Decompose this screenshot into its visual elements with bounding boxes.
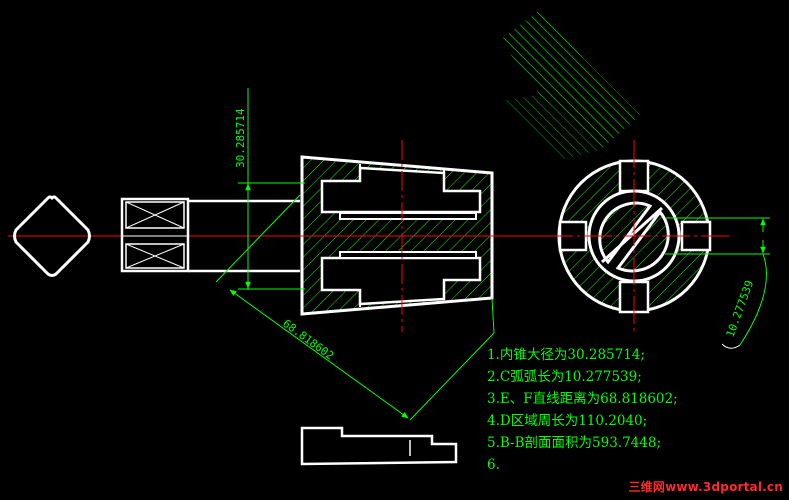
square-end-view [13,195,91,277]
square-shank [120,197,190,273]
dimension-text-cone-diameter: 30.285714 [234,108,247,168]
dimension-text-chord-length: 10.277539 [724,279,757,339]
hatch-region-decor [500,10,640,160]
small-tapered-part [300,426,458,466]
note-4: 4.D区域周长为110.2040; [487,413,648,429]
note-1: 1.内锥大径为30.285714; [487,347,645,363]
circle-centerlines [545,140,730,332]
site-watermark: 三维网www.3dportal.cn [628,480,783,494]
notes-list: 1.内锥大径为30.285714; 2.C弧弧长为10.277539; 3.E、… [487,344,787,476]
note-6: 6. [487,457,500,473]
note-2: 2.C弧弧长为10.277539; [487,369,642,385]
round-shaft [188,199,300,273]
dimension-text-slant-distance: 68.818602 [280,317,336,363]
note-5: 5.B-B剖面面积为593.7448; [487,435,661,451]
dimension-cone-diameter: 30.285714 [234,88,305,290]
note-3: 3.E、F直线距离为68.818602; [487,391,678,407]
